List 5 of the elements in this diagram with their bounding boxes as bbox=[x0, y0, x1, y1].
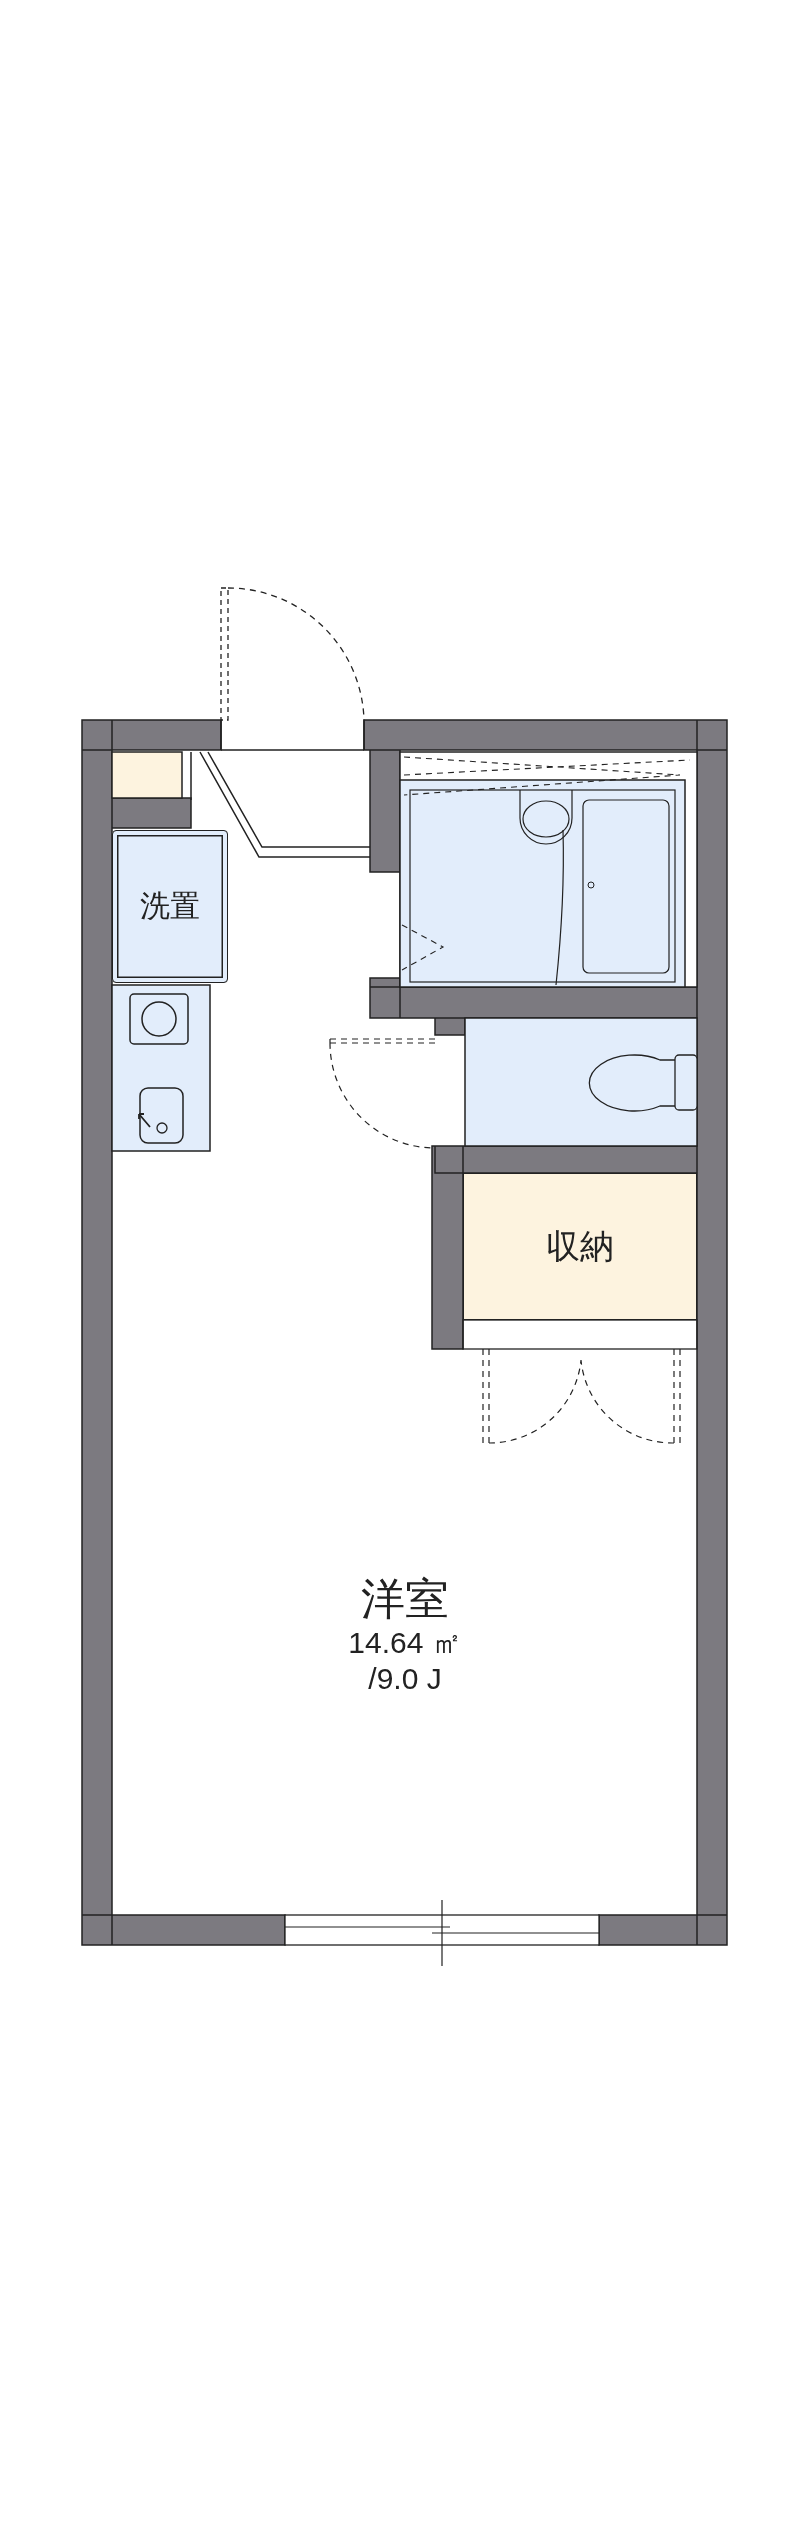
area-text: 14.64 ㎡ bbox=[348, 1625, 462, 1662]
area-text: /9.0 J bbox=[368, 1661, 442, 1698]
room-name: 洋室 bbox=[361, 1572, 449, 1626]
washer-space: 洗置 bbox=[112, 830, 228, 983]
closet: 収納 bbox=[463, 1173, 697, 1320]
